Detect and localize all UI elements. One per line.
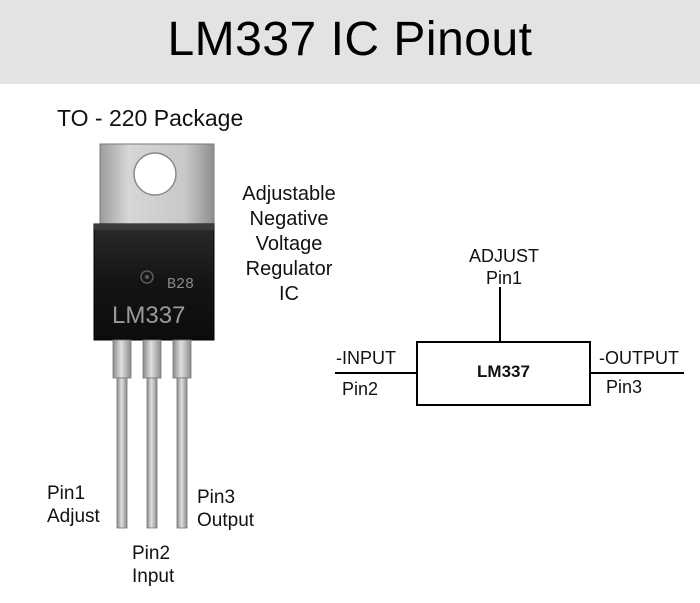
adjust-name: ADJUST [468, 246, 539, 266]
lead-pin1 [116, 377, 128, 529]
lead-shoulder-1 [112, 339, 132, 379]
description-line: Negative [249, 208, 329, 230]
lead-pin2 [146, 377, 158, 529]
output-name: -OUTPUT [599, 348, 679, 368]
pin2-name: Input [132, 566, 175, 587]
schematic-chip-label: LM337 [477, 362, 530, 381]
lead-pin3 [176, 377, 188, 529]
package-label: TO - 220 Package [57, 105, 244, 131]
page-title: LM337 IC Pinout [167, 13, 533, 66]
pin1-name: Adjust [47, 506, 100, 527]
pin2-label: Pin2 Input [132, 542, 174, 588]
pin2-number: Pin2 [132, 543, 171, 564]
logo-mark [140, 270, 154, 284]
chip-marking-main: LM337 [112, 302, 185, 329]
pin3-label: Pin3 Output [197, 486, 254, 532]
description-line: Regulator [245, 258, 333, 280]
pin3-name: Output [197, 510, 255, 531]
pin1-number: Pin1 [47, 483, 86, 504]
adjust-pin: Pin1 [485, 268, 523, 288]
output-pin: Pin3 [606, 377, 643, 397]
description-block: Adjustable Negative Voltage Regulator IC [220, 182, 358, 307]
chip-marking-top: B28 [167, 276, 194, 293]
mounting-hole [133, 152, 177, 196]
lead-shoulder-2 [142, 339, 162, 379]
description-line: Adjustable [242, 183, 336, 205]
lead-shoulder-3 [172, 339, 192, 379]
to220-package-illustration: B28 LM337 [93, 143, 215, 529]
input-name: -INPUT [336, 348, 396, 368]
description-line: IC [279, 283, 299, 305]
title-banner: LM337 IC Pinout [0, 0, 700, 84]
description-line: Voltage [255, 233, 323, 255]
input-pin: Pin2 [342, 379, 379, 399]
pin3-number: Pin3 [197, 487, 236, 508]
adjust-label: ADJUST Pin1 [462, 245, 546, 289]
schematic-diagram [335, 287, 684, 406]
pin1-label: Pin1 Adjust [47, 482, 100, 528]
